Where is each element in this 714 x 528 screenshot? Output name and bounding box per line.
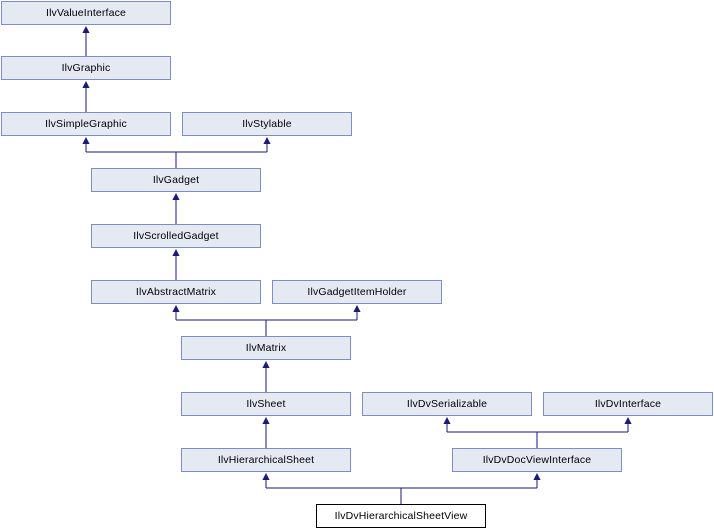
class-node-label: IlvDvSerializable [406,397,488,410]
class-node-ilvgadgetitemholder[interactable]: IlvGadgetItemHolder [272,280,442,304]
class-node-label: IlvGraphic [61,61,111,74]
class-node-ilvdvinterface[interactable]: IlvDvInterface [543,392,713,416]
class-node-ilvvalueinterface[interactable]: IlvValueInterface [1,1,171,25]
class-node-label: IlvScrolledGadget [133,229,219,242]
class-node-ilvdvhierarchicalsheetview[interactable]: IlvDvHierarchicalSheetView [316,504,486,528]
class-node-ilvmatrix[interactable]: IlvMatrix [181,336,351,360]
class-node-label: IlvGadgetItemHolder [307,285,407,298]
class-node-ilvsheet[interactable]: IlvSheet [181,392,351,416]
class-node-ilvdvserializable[interactable]: IlvDvSerializable [362,392,532,416]
class-node-label: IlvDvInterface [594,397,662,410]
class-node-ilvsimplegraphic[interactable]: IlvSimpleGraphic [1,112,171,136]
class-node-label: IlvHierarchicalSheet [217,453,315,466]
class-node-label: IlvSimpleGraphic [45,117,127,130]
class-node-ilvdvdocviewinterface[interactable]: IlvDvDocViewInterface [452,448,622,472]
class-node-label: IlvStylable [242,117,292,130]
class-node-label: IlvDvDocViewInterface [482,453,592,466]
class-node-ilvstylable[interactable]: IlvStylable [182,112,352,136]
class-node-label: IlvDvHierarchicalSheetView [334,509,468,522]
class-node-label: IlvValueInterface [46,6,126,19]
class-node-label: IlvSheet [246,397,286,410]
class-node-ilvgraphic[interactable]: IlvGraphic [1,56,171,80]
class-node-label: IlvAbstractMatrix [135,285,217,298]
class-node-label: IlvGadget [152,173,200,186]
class-node-label: IlvMatrix [245,341,287,354]
class-node-ilvgadget[interactable]: IlvGadget [91,168,261,192]
class-node-ilvhierarchicalsheet[interactable]: IlvHierarchicalSheet [181,448,351,472]
class-node-ilvscrolledgadget[interactable]: IlvScrolledGadget [91,224,261,248]
class-node-ilvabstractmatrix[interactable]: IlvAbstractMatrix [91,280,261,304]
